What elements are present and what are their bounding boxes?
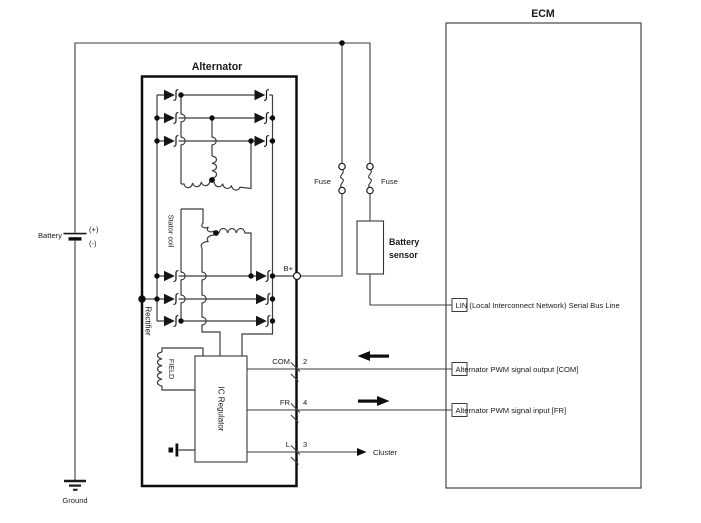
- ecm-title: ECM: [531, 8, 555, 20]
- ic-regulator-label: IC Regulator: [217, 387, 226, 432]
- battery-sensor-label-2: sensor: [389, 250, 418, 260]
- fuse-left-label: Fuse: [314, 177, 331, 186]
- fuse-right: Fuse: [366, 162, 398, 195]
- rectifier-circuit: Rectifier: [142, 88, 294, 356]
- b-plus-label: B+: [284, 264, 294, 273]
- l-pin-label: L: [286, 440, 290, 449]
- fuse-left: Fuse: [314, 162, 346, 195]
- junction-dots: [138, 40, 345, 324]
- com-direction-arrow: [357, 351, 389, 361]
- rectifier-label: Rectifier: [144, 306, 153, 336]
- battery-sensor: Battery sensor: [356, 220, 419, 275]
- pin-com: COM 2: [272, 357, 307, 382]
- cluster-label: Cluster: [373, 448, 398, 457]
- b-plus-terminal: B+: [284, 264, 302, 281]
- pwm-input-label: Alternator PWM signal input [FR]: [456, 406, 567, 415]
- pin-fr: FR 4: [280, 398, 307, 423]
- l-pin-number: 3: [303, 440, 307, 449]
- pin-l: L 3: [286, 440, 307, 465]
- pin-connectors: COM 2 FR 4 L 3: [272, 357, 307, 465]
- pwm-output-label: Alternator PWM signal output [COM]: [456, 365, 579, 374]
- ground-label: Ground: [62, 496, 87, 505]
- fr-pin-label: FR: [280, 398, 291, 407]
- battery-label: Battery: [38, 231, 62, 240]
- battery-plus-label: (+): [89, 225, 99, 234]
- ecm-box: ECM: [445, 8, 642, 489]
- stator-coil-label: Stator coil: [167, 215, 176, 248]
- alternator-title: Alternator: [192, 61, 243, 73]
- lin-terminal-box: [451, 298, 468, 312]
- cluster-arrow: Cluster: [357, 448, 398, 457]
- battery-minus-label: (-): [89, 239, 97, 248]
- com-pin-label: COM: [272, 357, 290, 366]
- alternator-box: Alternator: [140, 61, 298, 488]
- com-terminal-box: [451, 362, 468, 376]
- fr-pin-number: 4: [303, 398, 307, 407]
- field-label: FIELD: [167, 359, 176, 379]
- fuse-right-label: Fuse: [381, 177, 398, 186]
- ground-symbol: Ground: [62, 479, 88, 505]
- ic-regulator: IC Regulator: [168, 355, 248, 463]
- lin-signal-label: LIN (Local Interconnect Network) Serial …: [456, 301, 620, 310]
- fr-terminal-box: [451, 403, 468, 417]
- battery-sensor-label-1: Battery: [389, 237, 419, 247]
- battery-symbol: Battery (+) (-): [38, 225, 99, 248]
- ic-ground-icon: [168, 443, 195, 457]
- external-wires: [74, 42, 452, 480]
- field-coil: FIELD: [156, 347, 204, 391]
- ecm-terminals: LIN (Local Interconnect Network) Serial …: [451, 298, 620, 417]
- com-pin-number: 2: [303, 357, 307, 366]
- stator-coils: Stator coil: [167, 141, 252, 276]
- rectifier-diodes: [163, 88, 271, 328]
- fr-direction-arrow: [358, 396, 390, 406]
